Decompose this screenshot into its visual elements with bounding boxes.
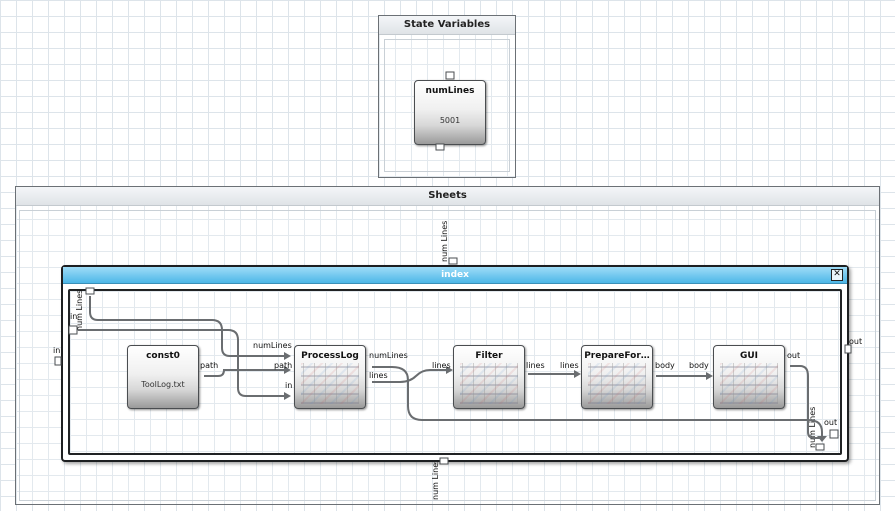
port-stub-sheet-numlines-bottom [439,457,449,465]
processlog-in-numlines-label: numLines [253,341,292,350]
processlog-in-in-label: in [285,381,293,390]
filter-block[interactable]: Filter [453,345,525,409]
filter-in-label: lines [432,361,451,370]
filter-out-label: lines [526,361,545,370]
processlog-preview [301,363,359,404]
const0-value: ToolLog.txt [141,380,185,389]
prepare-preview [588,363,646,404]
port-stub-sheet-in [54,356,62,366]
port-stub-index-numlines [85,287,95,295]
index-out-label: out [824,418,838,427]
port-stub-index-in [68,325,78,335]
state-variables-area [384,39,510,172]
arrow-processlog-path [284,366,291,374]
gui-in-label: body [689,361,709,370]
filter-title: Filter [475,351,503,361]
prepare-in-label: lines [560,361,579,370]
arrow-out-numlines [817,436,827,442]
numlines-state-block[interactable]: numLines 5001 [414,80,486,145]
arrow-processlog-numlines [284,352,291,360]
port-stub-sheet-out [844,344,852,354]
wire-numlines-processlog [89,296,284,357]
const0-title: const0 [146,351,180,361]
gui-preview [720,363,778,404]
numlines-state-block-value: 5001 [439,116,461,125]
prepare-out-label: body [655,361,675,370]
prepare-title: PrepareFor… [584,351,650,361]
close-icon[interactable]: ✕ [831,269,843,281]
wire-processlog-numlines-out [372,366,823,438]
wire-in-processlog [78,329,284,397]
port-stub-numlines-state-bottom [435,143,445,151]
port-stub-index-out [829,429,839,439]
state-variables-title: State Variables [379,16,515,35]
gui-out-label: out [787,351,801,360]
numlines-state-block-title: numLines [425,86,475,96]
index-title: index [63,267,847,284]
wire-const0-path [204,369,284,377]
wire-processlog-filter [372,369,448,383]
sheets-title: Sheets [16,187,879,206]
sheets-area [19,210,876,501]
sheet-in-label: in [53,346,61,355]
processlog-block[interactable]: ProcessLog [294,345,366,409]
port-stub-numlines-state-top [445,71,455,80]
gui-title: GUI [739,351,759,361]
filter-preview [460,363,518,404]
processlog-title: ProcessLog [301,351,359,361]
arrow-processlog-in [284,392,291,400]
arrow-gui-in [706,372,713,380]
processlog-in-path-label: path [274,361,293,370]
const0-path-port-label: path [200,361,219,370]
prepare-block[interactable]: PrepareFor… [581,345,653,409]
port-stub-index-numlines-bottom [815,443,825,451]
processlog-out-lines-label: lines [369,371,388,380]
index-in-label: in [70,312,78,321]
gui-block[interactable]: GUI [713,345,785,409]
wire-gui-out [790,365,824,439]
arrow-prepare-in [574,370,581,378]
arrow-filter-in [446,366,453,374]
port-stub-sheet-numlines-top [448,257,458,265]
processlog-out-numlines-label: numLines [369,351,408,360]
const0-block[interactable]: const0 ToolLog.txt [127,345,199,409]
sheet-out-label: out [849,337,863,346]
